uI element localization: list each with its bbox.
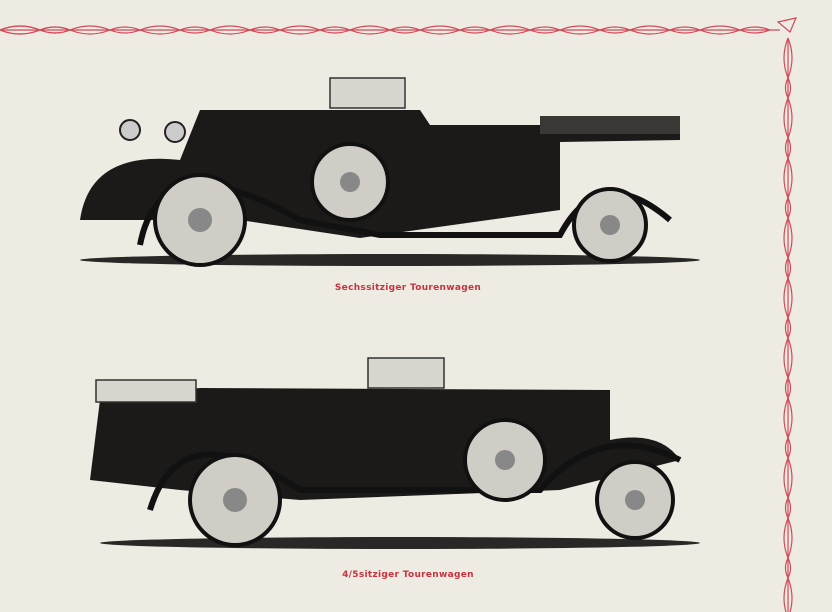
car-illustration-four-five-seater — [90, 357, 700, 549]
car-illustration-six-seater — [80, 77, 700, 267]
caption-six-seater: Sechssitziger Tourenwagen — [334, 283, 482, 293]
caption-four-five-seater: 4/5sitziger Tourenwagen — [342, 570, 474, 580]
ornament-segment — [783, 577, 793, 612]
ornament-segment — [699, 25, 772, 35]
